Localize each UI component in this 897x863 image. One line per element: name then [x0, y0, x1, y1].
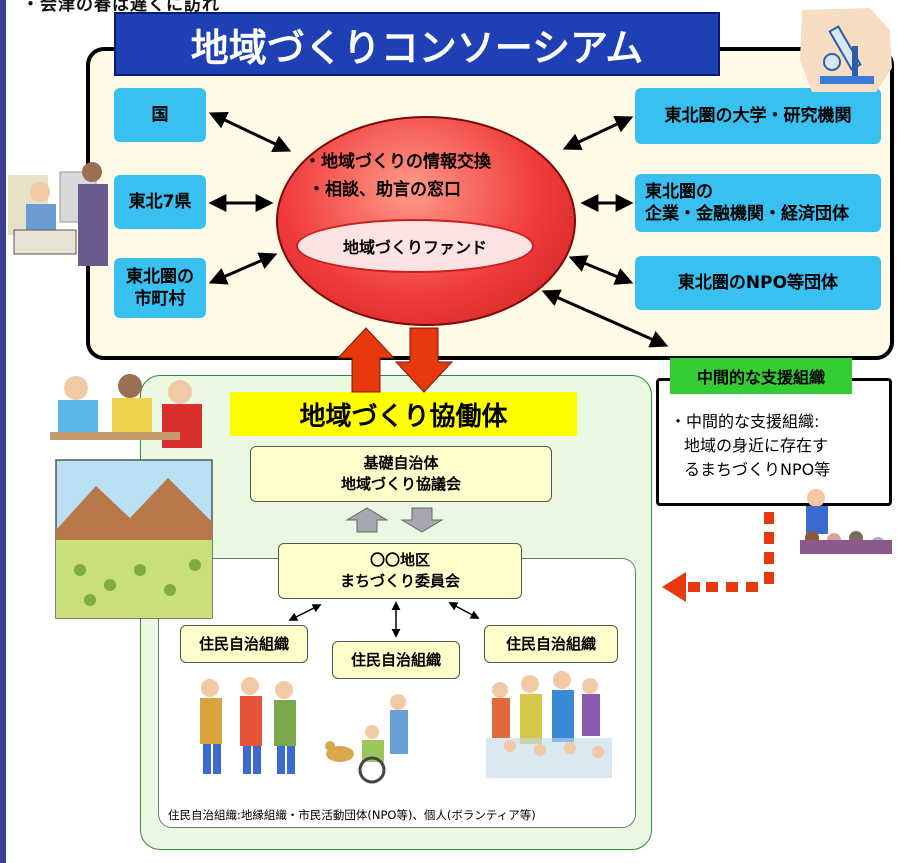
left-border — [0, 0, 6, 863]
box-enterprises: 東北圏の 企業・金融機関・経済団体 — [635, 174, 881, 232]
box-country: 国 — [114, 88, 206, 142]
up-arrow-red — [336, 327, 396, 393]
top-cut-text: ・会津の春は遅くに訪れ — [22, 0, 220, 15]
box-universities: 東北圏の大学・研究機関 — [635, 88, 881, 144]
arrow-org1 — [288, 604, 322, 621]
meeting-people-illustration — [50, 374, 202, 448]
support-label: 中間的な支援組織 — [670, 358, 852, 394]
arrow-org3 — [448, 602, 480, 619]
small-arrows — [288, 601, 480, 638]
center-line-1: ・地域づくりの情報交換 — [304, 152, 491, 172]
support-line-3: るまちづくりNPO等 — [684, 460, 831, 479]
footnote: 住民自治組織:地縁組織・市民活動団体(NPO等)、個人(ボランティア等) — [168, 808, 536, 822]
support-box — [656, 378, 892, 506]
box-tohoku-prefectures: 東北7県 — [114, 175, 206, 229]
down-arrow-grey — [400, 507, 444, 533]
center-line-2: ・相談、助言の窓口 — [308, 180, 461, 200]
resident-org-1: 住民自治組織 — [180, 625, 308, 663]
council-box: 基礎自治体 地域づくり協議会 — [250, 446, 552, 502]
speaker-audience-illustration — [800, 489, 892, 554]
box-municipalities: 東北圏の 市町村 — [114, 258, 206, 318]
resident-org-3: 住民自治組織 — [484, 625, 618, 663]
microscope-illustration — [800, 8, 892, 92]
wheelchair-dog-illustration — [325, 694, 408, 784]
connector-arrows — [208, 112, 669, 348]
arrow-support — [541, 289, 669, 348]
support-line-1: ・中間的な支援組織: — [670, 412, 820, 431]
farmers-illustration — [200, 677, 296, 774]
committee-box: 〇〇地区 まちづくり委員会 — [278, 543, 522, 599]
support-line-2: 地域の身近に存在す — [684, 436, 829, 455]
resident-org-2: 住民自治組織 — [332, 641, 460, 679]
down-arrow-red — [394, 327, 454, 393]
consortium-title: 地域づくりコンソーシアム — [114, 12, 720, 76]
center-text: ・地域づくりの情報交換 ・相談、助言の窓口 — [296, 148, 556, 204]
fund-ellipse: 地域づくりファンド — [296, 219, 534, 273]
box-npo: 東北圏のNPO等団体 — [635, 256, 881, 310]
dotted-red-arrow — [662, 512, 774, 602]
arrow-country — [208, 112, 292, 152]
up-arrow-grey — [345, 507, 389, 533]
arrow-municipalities — [208, 252, 278, 285]
arrow-universities — [562, 115, 634, 151]
support-text: ・中間的な支援組織: 地域の身近に存在す るまちづくりNPO等 — [670, 410, 885, 482]
family-group-illustration — [486, 671, 612, 778]
office-workers-illustration — [8, 162, 108, 266]
landscape-illustration — [55, 459, 213, 619]
kyodo-title: 地域づくり協働体 — [230, 392, 577, 436]
arrow-npo — [568, 255, 634, 285]
